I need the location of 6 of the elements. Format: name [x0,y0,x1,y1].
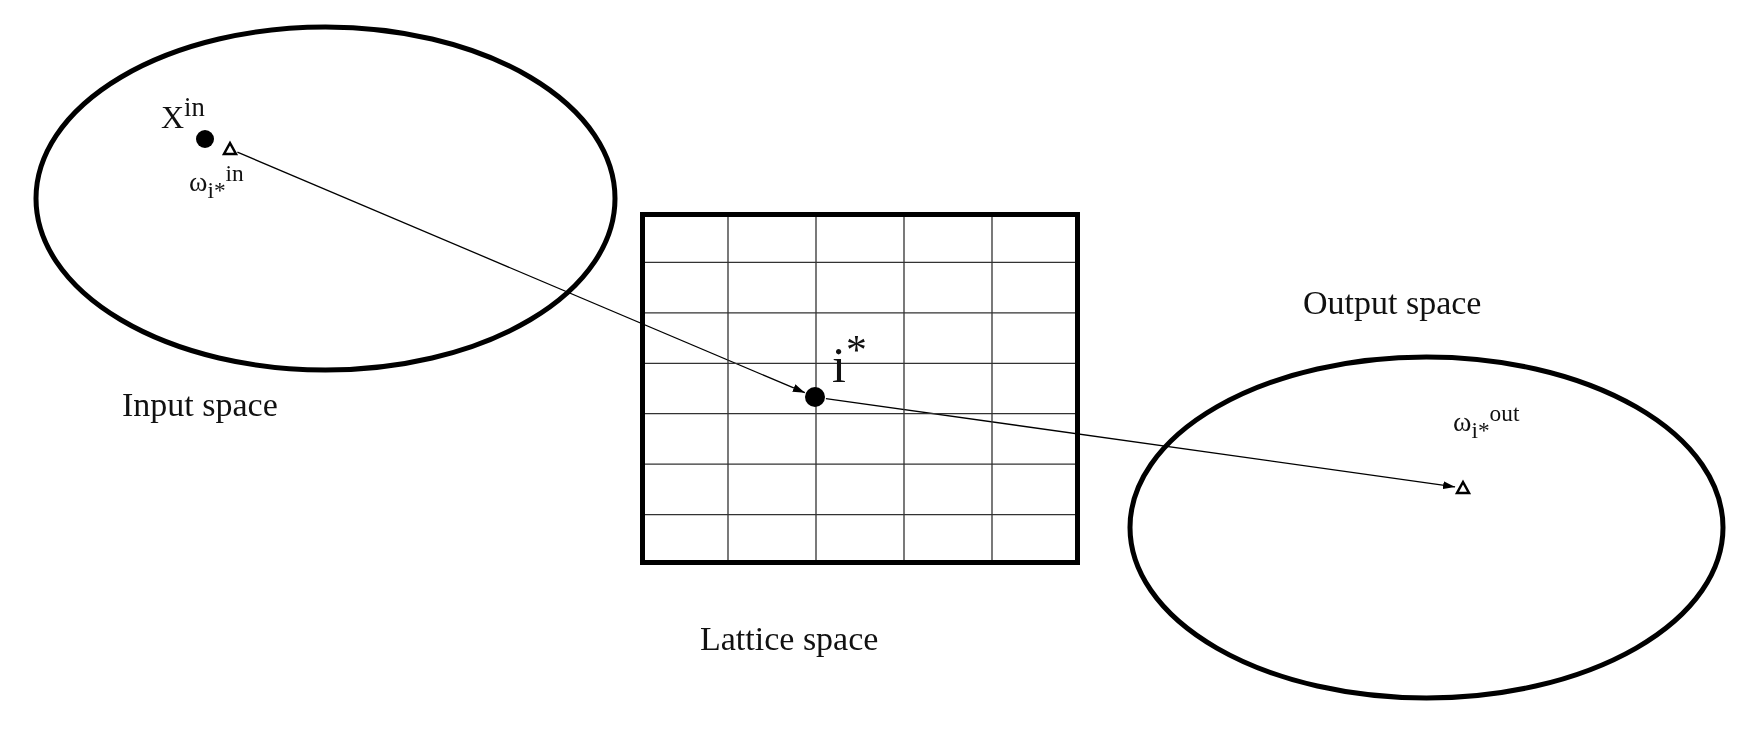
arrow [236,151,806,394]
arrow [825,397,1456,490]
point-label: X$^{in}$ [161,94,205,133]
space-label: Lattice space [700,622,879,656]
space-label: Input space [122,388,278,422]
space-label: Output space [1303,286,1482,320]
